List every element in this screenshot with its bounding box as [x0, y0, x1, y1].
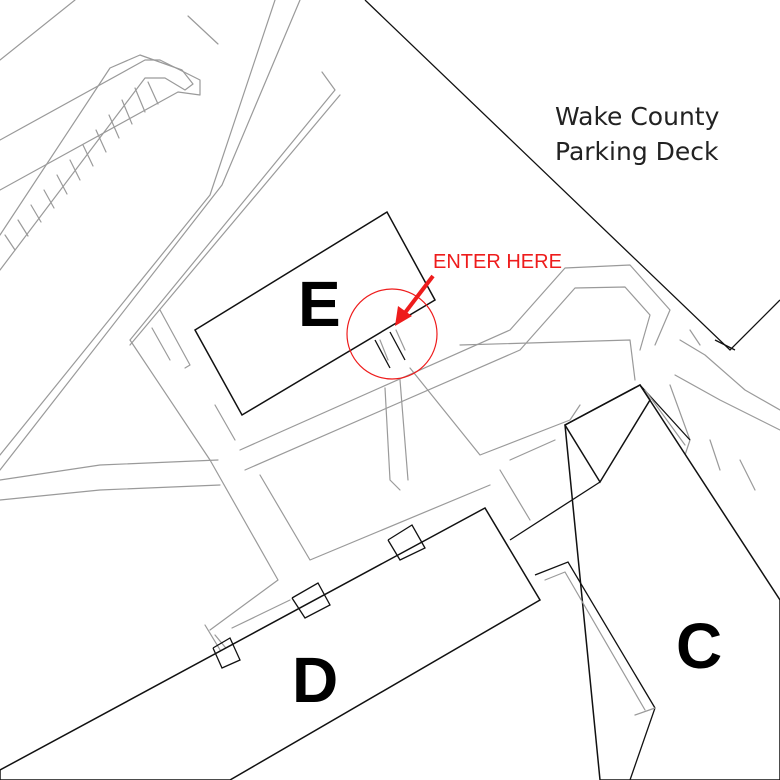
building-c-label: C — [676, 610, 722, 682]
entrance-arrow-icon — [402, 274, 435, 316]
parking-deck-label-line2: Parking Deck — [555, 137, 719, 166]
building-c — [509, 384, 780, 780]
building-e-label: E — [298, 268, 341, 340]
building-d-label: D — [292, 644, 338, 716]
entrance-arrowhead-icon — [395, 306, 412, 326]
building-e — [193, 210, 437, 417]
building-d — [0, 506, 656, 780]
enter-here-label: ENTER HERE — [433, 251, 562, 273]
parking-deck-label-line1: Wake County — [555, 102, 720, 131]
parking-deck-outline — [364, 0, 780, 351]
entrance-circle — [346, 288, 438, 380]
parking-lot — [0, 0, 341, 471]
entrance-marker: ENTER HERE — [346, 251, 562, 380]
